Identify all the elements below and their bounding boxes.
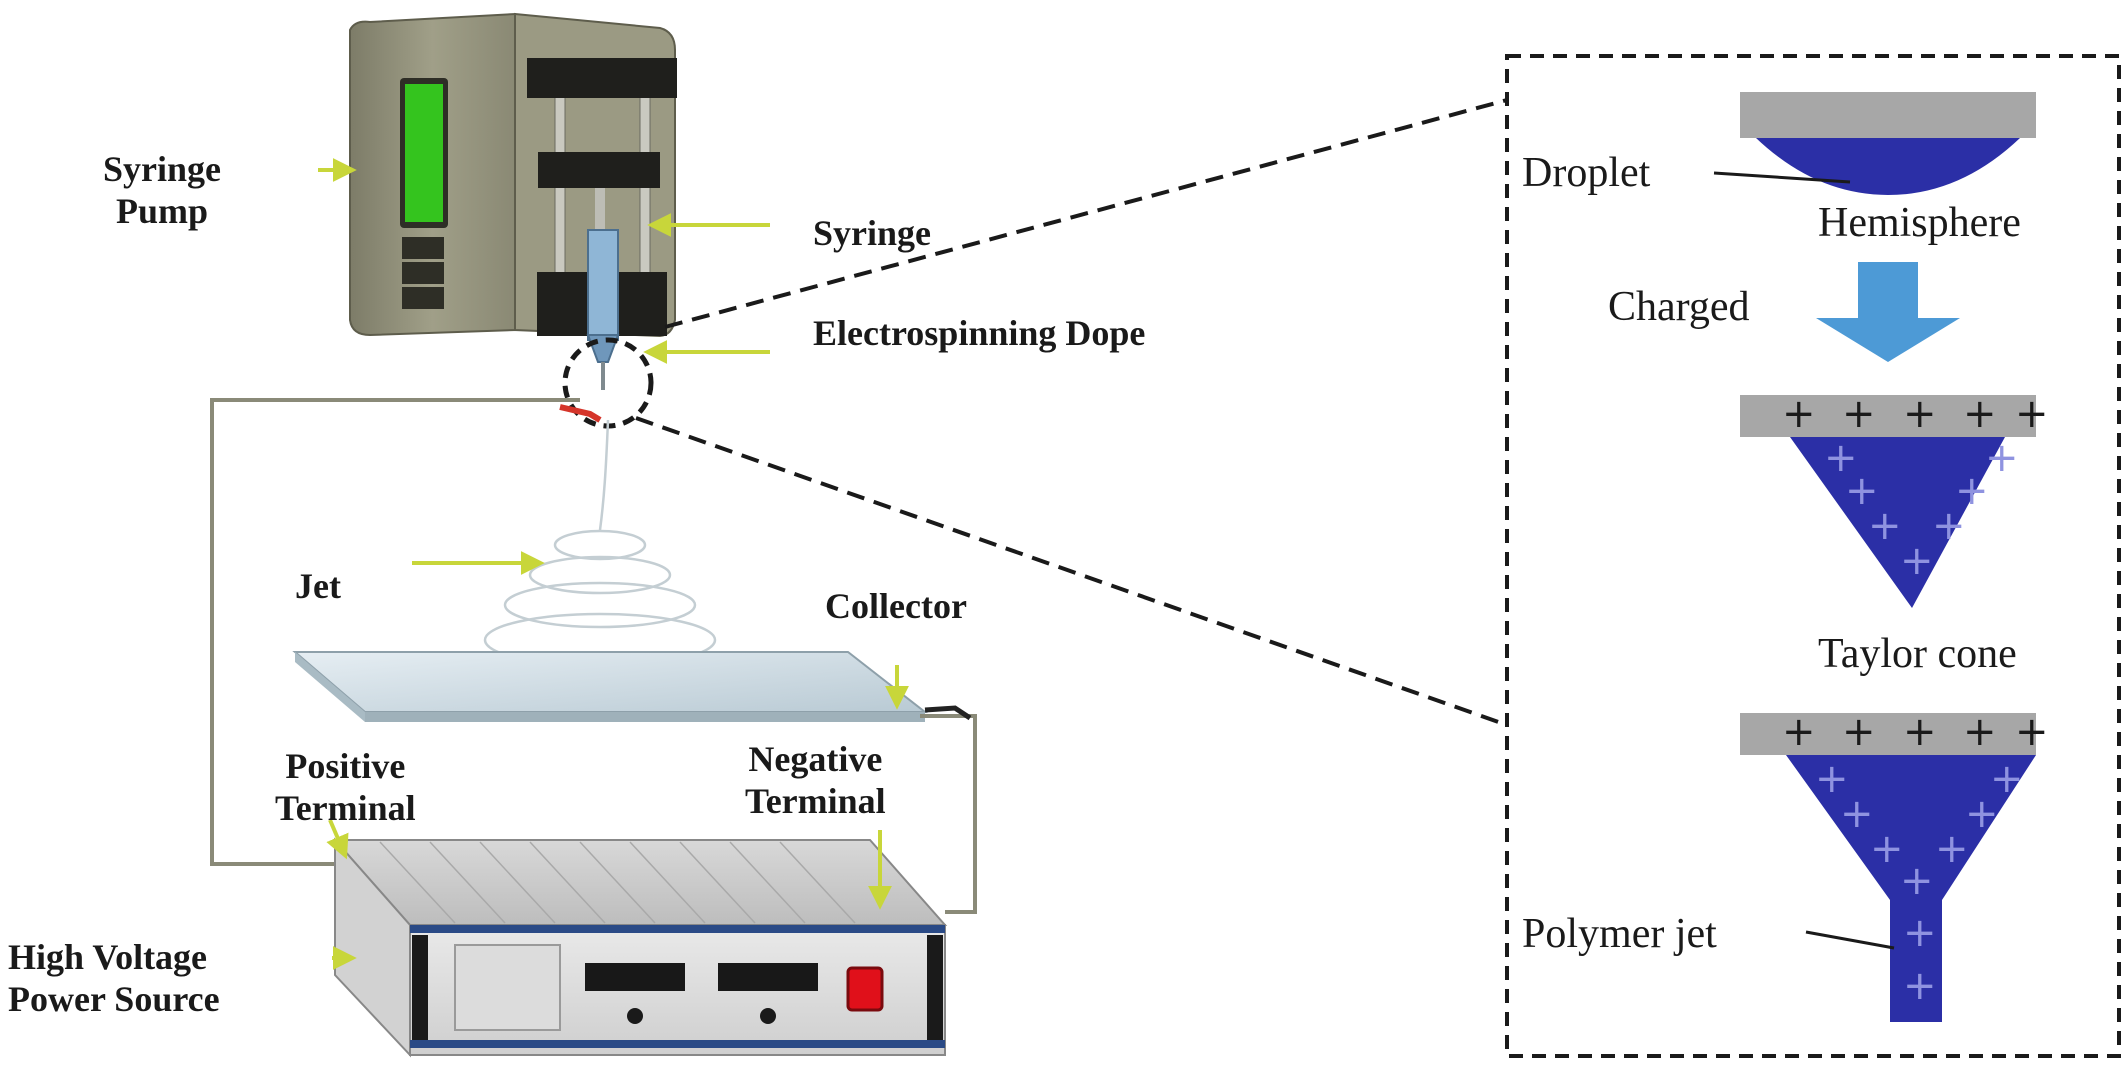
plus-sign: +	[1868, 503, 1902, 549]
pump-button-1	[402, 237, 444, 259]
plate-2	[1740, 395, 2036, 437]
ps-handle-left	[412, 935, 428, 1040]
plus-sign: +	[1824, 435, 1858, 481]
plus-sign: +	[1900, 538, 1934, 584]
plus-sign: +	[1903, 963, 1937, 1009]
ps-voltage-display	[585, 963, 685, 991]
plus-sign: +	[1782, 391, 1816, 437]
power-source	[332, 837, 948, 1058]
plate-3	[1740, 713, 2036, 755]
plus-sign: +	[1955, 468, 1989, 514]
plus-sign: +	[1985, 435, 2019, 481]
pointer-arrows	[318, 158, 909, 970]
label-syringe: Syringe	[813, 213, 932, 253]
plus-sign: +	[1963, 391, 1997, 437]
charged-arrow	[1816, 262, 1960, 362]
stage-polymer-jet	[1740, 713, 2036, 1022]
label-electrospinning-dope: Electrospinning Dope	[813, 313, 1146, 353]
pump-button-2	[402, 262, 444, 284]
plus-sign: +	[1842, 709, 1876, 755]
plus-sign: +	[1840, 791, 1874, 837]
droplet-shape	[1756, 138, 2020, 195]
plus-sign: +	[2015, 709, 2049, 755]
plus-sign: +	[1965, 791, 1999, 837]
label-jet: Jet	[295, 566, 341, 606]
stage-taylor-cone	[1740, 395, 2036, 608]
plus-sign: +	[1900, 858, 1934, 904]
pump-plunger-block	[538, 152, 660, 188]
zoom-line-bottom	[635, 416, 1508, 727]
syringe-barrel	[587, 229, 619, 341]
pump-button-3	[402, 287, 444, 309]
label-polymer-jet: Polymer jet	[1522, 911, 1717, 957]
ps-current-display	[718, 963, 818, 991]
plate-1	[1740, 92, 2036, 138]
plus-sign: +	[1932, 503, 1966, 549]
pump-top-block	[527, 58, 677, 98]
label-droplet: Droplet	[1522, 150, 1651, 196]
detail-panel	[1505, 54, 2121, 1058]
collector-plate	[292, 651, 928, 713]
ps-current-knob	[760, 1008, 776, 1024]
zoom-line-top	[664, 98, 1508, 329]
syringe-pump	[349, 12, 677, 390]
taylor-cone-shape	[1790, 437, 2005, 608]
ps-power-button	[846, 966, 884, 1012]
stage-droplet	[1713, 92, 2036, 195]
plus-sign: +	[1935, 826, 1969, 872]
plus-sign: +	[1870, 826, 1904, 872]
label-collector: Collector	[825, 586, 967, 626]
label-taylor-cone: Taylor cone	[1818, 631, 2017, 677]
plus-sign: +	[1963, 709, 1997, 755]
label-charged: Charged	[1608, 284, 1750, 330]
plus-sign: +	[1845, 468, 1879, 514]
ps-handle-right	[927, 935, 943, 1040]
plus-sign: +	[1782, 709, 1816, 755]
circuit-wires	[210, 398, 977, 914]
plus-sign: +	[2015, 391, 2049, 437]
plus-sign: +	[1903, 391, 1937, 437]
ps-voltage-knob	[627, 1008, 643, 1024]
plus-sign: +	[1815, 756, 1849, 802]
plus-sign: +	[1903, 709, 1937, 755]
label-hemisphere: Hemisphere	[1818, 200, 2021, 246]
pump-screen	[405, 84, 443, 222]
plus-sign: +	[1990, 756, 2024, 802]
plus-sign: +	[1842, 391, 1876, 437]
plus-sign: +	[1903, 910, 1937, 956]
polymer-jet-shape	[1786, 755, 2036, 1022]
